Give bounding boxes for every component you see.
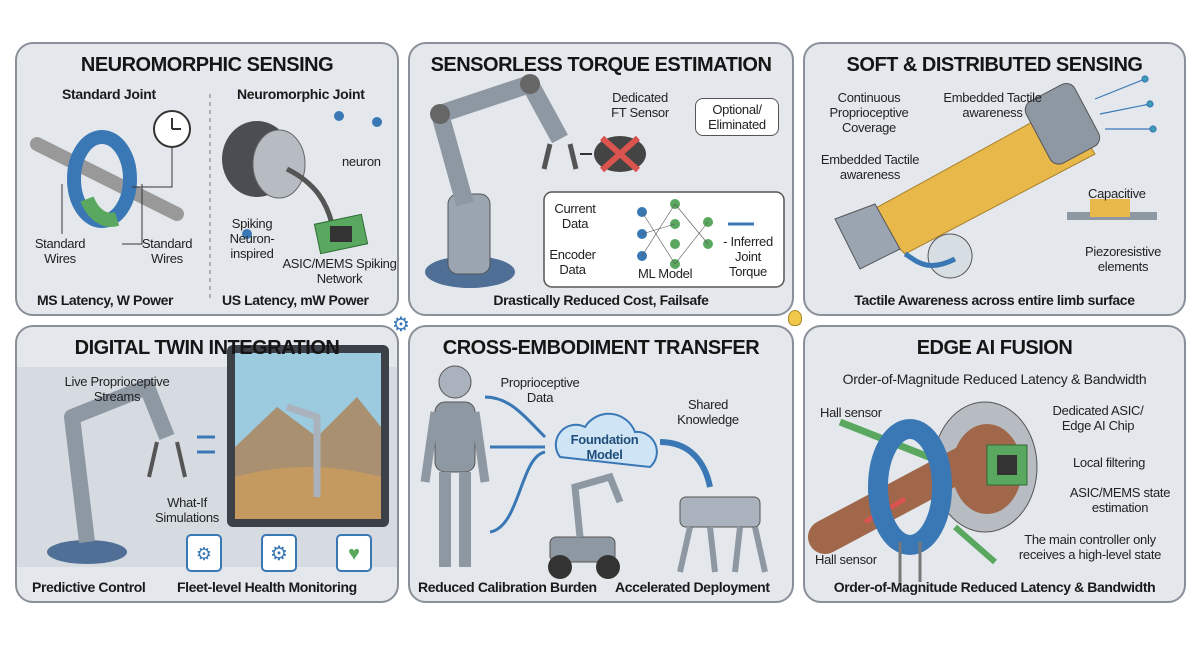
standard-wires-left-label: Standard Wires — [34, 236, 86, 266]
proprioceptive-data-label: Proprioceptive Data — [500, 375, 580, 405]
foundation-model-label: Foundation Model — [570, 432, 639, 462]
piezoresistive-label: Piezoresistive elements — [1085, 244, 1161, 274]
footer: Order-of-Magnitude Reduced Latency & Ban… — [833, 579, 1156, 595]
footer: Tactile Awareness across entire limb sur… — [854, 292, 1135, 308]
embedded-tactile-top-label: Embedded Tactile awareness — [943, 90, 1042, 120]
panel-title: CROSS-EMBODIMENT TRANSFER — [442, 337, 760, 359]
optional-eliminated-callout: Optional/ Eliminated — [695, 98, 779, 136]
capacitive-label: Capacitive — [1088, 186, 1146, 201]
edge-ai-illustration — [808, 401, 1038, 582]
panel-title: SENSORLESS TORQUE ESTIMATION — [430, 54, 772, 76]
gear-chart-icon: ⚙ — [196, 544, 212, 564]
spiking-neuron-label: Spiking Neuron-inspired — [229, 216, 275, 261]
panel-title: SOFT & DISTRIBUTED SENSING — [846, 54, 1143, 76]
main-controller-label: The main controller only receives a high… — [1018, 532, 1162, 562]
panel-edge-ai-fusion: EDGE AI FUSION Order-of-Magnitude Reduce… — [803, 325, 1186, 603]
digital-twin-illustration: ⚙ ⚙ ♥ — [17, 345, 397, 572]
panel-title: EDGE AI FUSION — [916, 337, 1073, 359]
encoder-data-label: Encoder Data — [549, 247, 596, 277]
gear-icon: ⚙ — [270, 543, 288, 565]
standard-joint-heading: Standard Joint — [62, 86, 156, 102]
embedded-tactile-left-label: Embedded Tactile awareness — [820, 152, 920, 182]
shared-knowledge-label: Shared Knowledge — [677, 397, 739, 427]
ml-model-label: ML Model — [638, 266, 693, 281]
footer-right: Fleet-level Health Monitoring — [177, 579, 357, 595]
hall-sensor-top-label: Hall sensor — [820, 405, 882, 420]
standard-wires-right-label: Standard Wires — [141, 236, 193, 266]
optional-eliminated-text: Optional/ Eliminated — [708, 102, 766, 132]
footer-right: Accelerated Deployment — [615, 579, 770, 595]
footer-left: MS Latency, W Power — [37, 292, 174, 308]
heart-monitor-icon: ♥ — [348, 543, 360, 565]
lightbulb-icon — [788, 310, 802, 326]
what-if-simulations-label: What-If Simulations — [155, 495, 219, 525]
asic-spiking-network-label: ASIC/MEMS Spiking Network — [282, 256, 397, 286]
subtitle: Order-of-Magnitude Reduced Latency & Ban… — [842, 371, 1147, 387]
continuous-coverage-label: Continuous Proprioceptive Coverage — [829, 90, 909, 135]
gear-icon: ⚙ — [392, 314, 410, 336]
panel-digital-twin: ⚙ ⚙ ♥ DIGITAL TWIN INTEGRATION Live Prop… — [15, 325, 399, 603]
panel-sensorless-torque: SENSORLESS TORQUE ESTIMATION Dedicated F… — [408, 42, 794, 316]
neuron-label: neuron — [342, 154, 381, 169]
footer: Drastically Reduced Cost, Failsafe — [493, 292, 709, 308]
robot-arm-illustration — [425, 74, 785, 288]
ft-sensor-label: Dedicated FT Sensor — [611, 90, 669, 120]
panel-cross-embodiment: CROSS-EMBODIMENT TRANSFER Proprioceptive… — [408, 325, 794, 603]
footer-left: Predictive Control — [32, 579, 146, 595]
hall-sensor-bottom-label: Hall sensor — [815, 552, 877, 567]
state-estimation-label: ASIC/MEMS state estimation — [1069, 485, 1171, 515]
current-data-label: Current Data — [554, 201, 596, 231]
edge-ai-chip-label: Dedicated ASIC/ Edge AI Chip — [1052, 403, 1144, 433]
footer-left: Reduced Calibration Burden — [418, 579, 597, 595]
neuromorphic-joint-heading: Neuromorphic Joint — [237, 86, 365, 102]
panel-title: DIGITAL TWIN INTEGRATION — [74, 337, 340, 359]
local-filtering-label: Local filtering — [1073, 455, 1146, 470]
panel-title: NEUROMORPHIC SENSING — [80, 54, 334, 76]
inferred-torque-label: - Inferred Joint Torque — [723, 234, 773, 279]
panel-neuromorphic-sensing: NEUROMORPHIC SENSING Standard Joint Neur… — [15, 42, 399, 316]
live-streams-label: Live Proprioceptive Streams — [64, 374, 170, 404]
panel-soft-distributed-sensing: SOFT & DISTRIBUTED SENSING Continuous Pr… — [803, 42, 1186, 316]
neuromorphic-illustration — [30, 94, 382, 302]
cross-embodiment-illustration — [420, 365, 768, 579]
footer-right: US Latency, mW Power — [222, 292, 369, 308]
sensing-arm-illustration — [834, 75, 1157, 279]
